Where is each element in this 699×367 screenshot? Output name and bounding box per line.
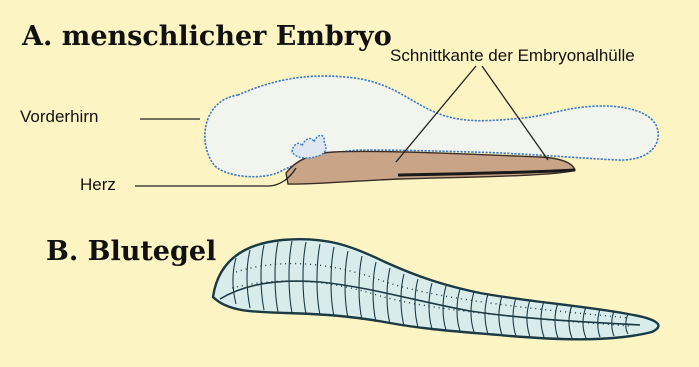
title-leech: B. Blutegel <box>46 238 216 265</box>
title-human-embryo: A. menschlicher Embryo <box>22 23 392 50</box>
embryo-drawing <box>205 76 658 184</box>
label-forebrain: Vorderhirn <box>20 108 98 125</box>
leech-body <box>213 239 658 339</box>
leech-drawing <box>213 239 658 339</box>
embryonic-membrane <box>286 151 575 184</box>
label-heart: Herz <box>80 176 116 193</box>
label-cut-edge: Schnittkante der Embryonalhülle <box>390 47 635 64</box>
